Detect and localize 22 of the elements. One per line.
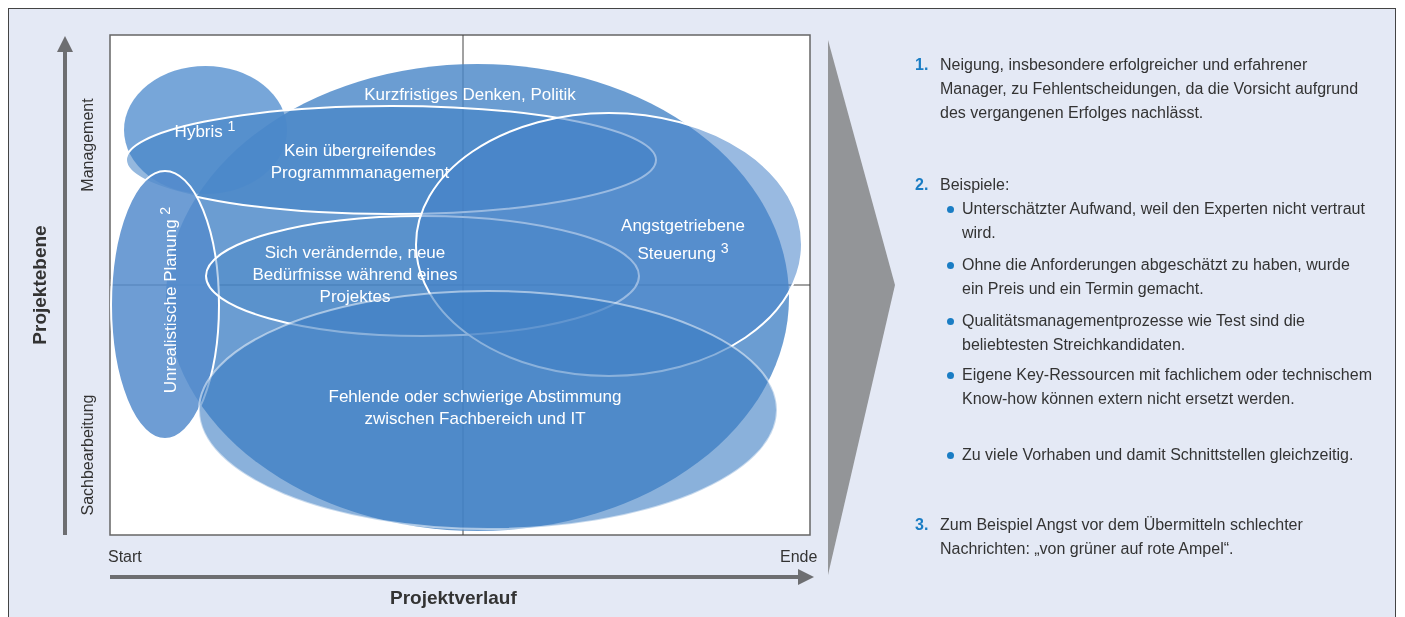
axis-label: Projektebene [28, 225, 51, 345]
axis-label: Start [108, 547, 143, 567]
note-text: Zum Beispiel Angst vor dem Übermitteln schlechter Nachrichten: „von grüner auf rote Ampel“. [940, 515, 1304, 559]
region-label: Fehlende oder schwierige Abstimmung zwischen Fachbereich und IT [327, 386, 623, 430]
note-text: Zu viele Vorhaben und damit Schnittstellen gleichzeitig. [962, 445, 1355, 465]
region-label: Kein übergreifendes Programmmanagement [269, 140, 451, 184]
note-text: Unterschätzter Aufwand, weil den Experten nicht vertraut wird. [962, 199, 1366, 243]
note-number: 3. [915, 515, 929, 535]
axis-label: Sachbearbeitung [78, 394, 97, 516]
axis-title: Projektverlauf [390, 586, 518, 610]
note-text: Neigung, insbesondere erfolgreicher und erfahrener Manager, zu Fehlentscheidungen, da die Vorsicht aufgrund des vergangenen Erfolges nachlässt. [940, 55, 1360, 123]
axis-label: Management [78, 98, 97, 192]
region-label: Kurzfristiges Denken, Politik [363, 84, 577, 106]
region-label: Angstgetriebene Steuerung $^{3}$ [620, 214, 746, 266]
axis-label: Ende [780, 547, 819, 567]
note-number: 2. [915, 175, 929, 195]
note-text: Eigene Key-Ressourcen mit fachlichem oder technischem Know-how können extern nicht ersetzt werden. [962, 365, 1372, 409]
note-text: Qualitätsmanagementprozesse wie Test sind die beliebtesten Streichkandidaten. [962, 311, 1306, 355]
note-number: 1. [915, 55, 929, 75]
note-text: Beispiele: [940, 175, 1011, 195]
note-text: Ohne die Anforderungen abgeschätzt zu haben, wurde ein Preis und ein Termin gemacht. [962, 255, 1351, 299]
region-label: Hybris $^{1}$ [173, 116, 237, 144]
